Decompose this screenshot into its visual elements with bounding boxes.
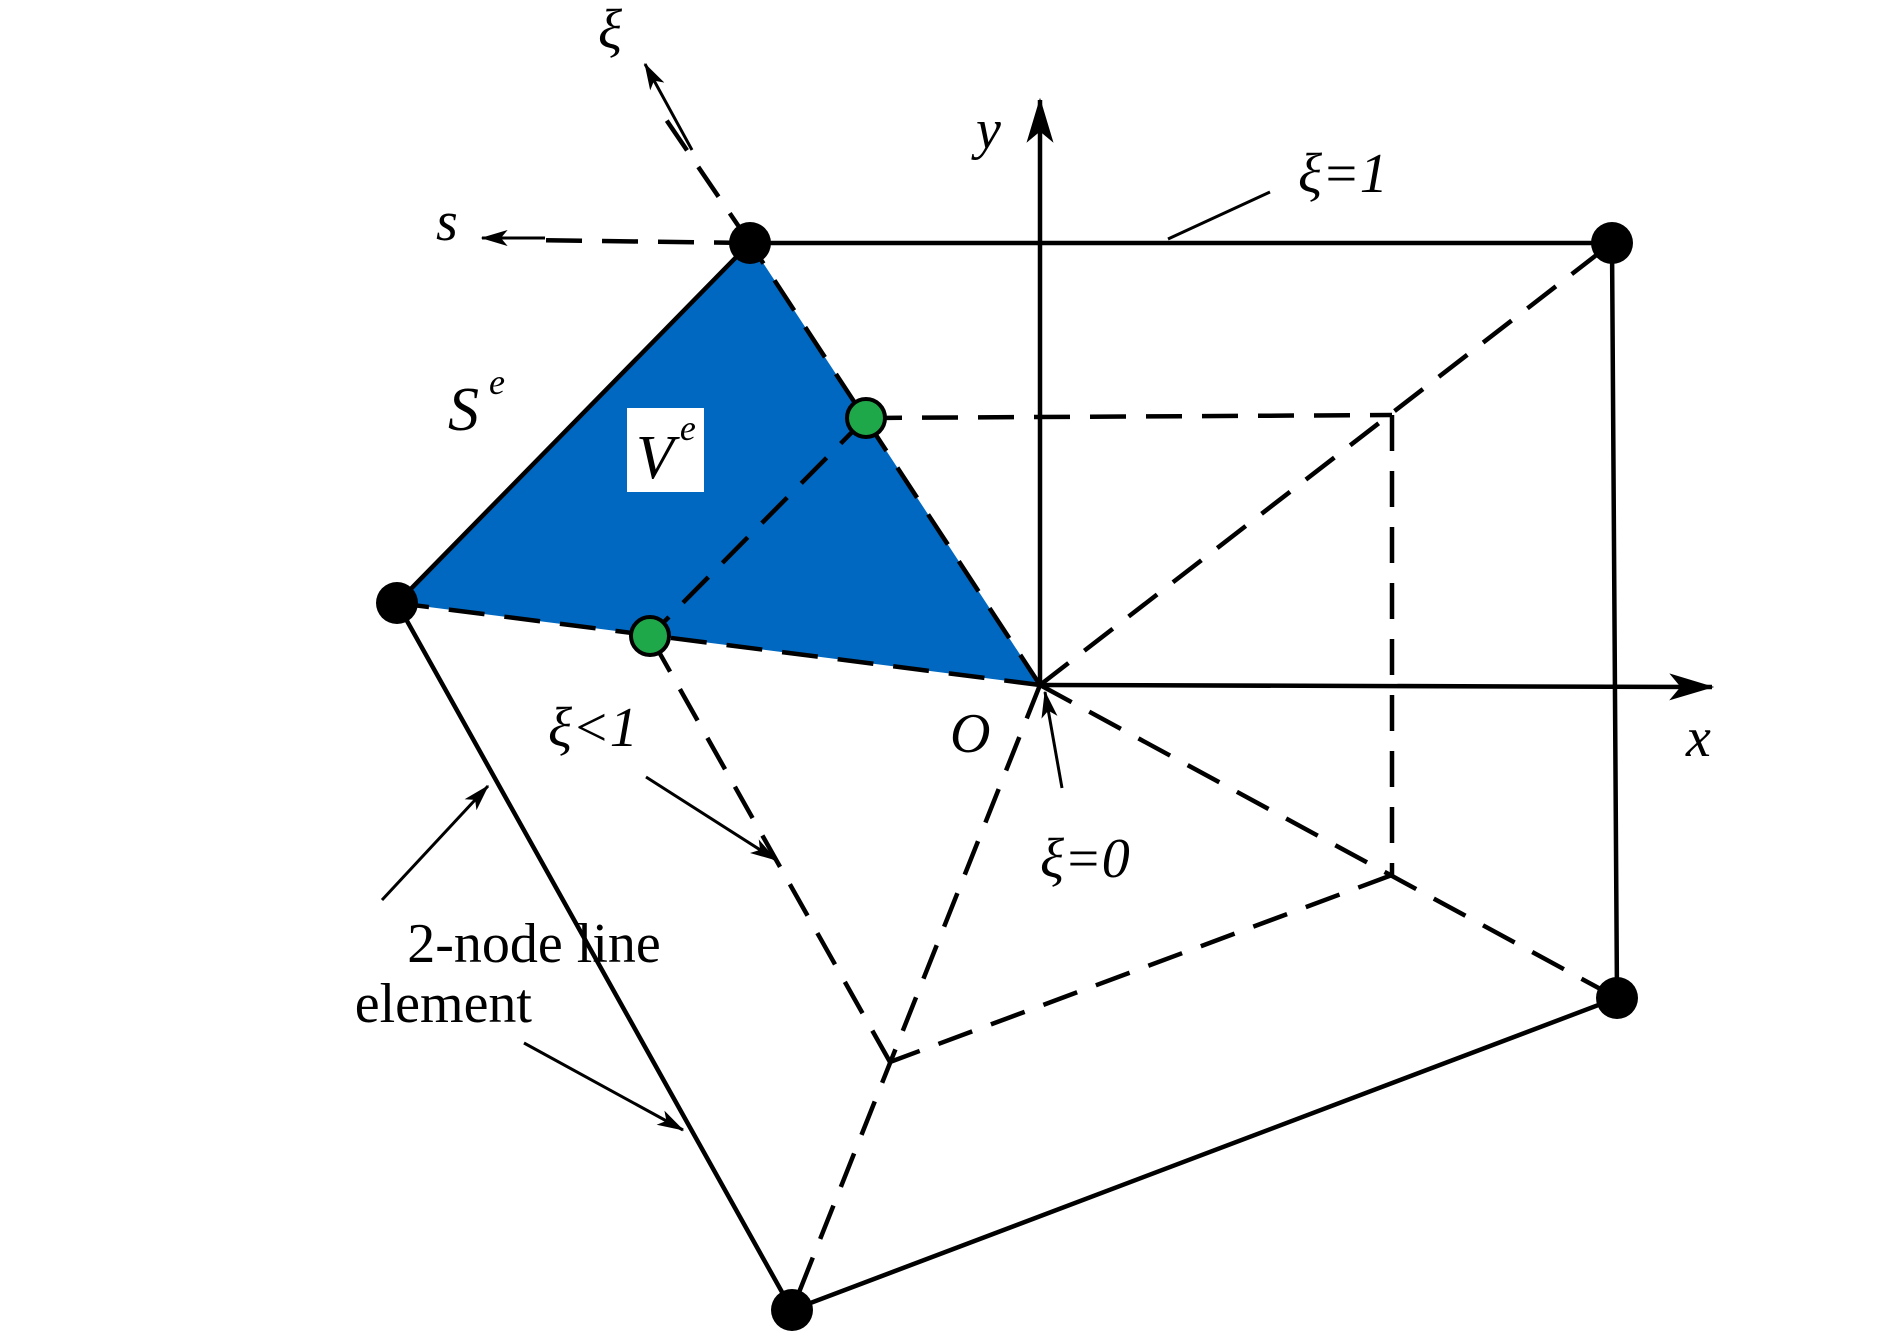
scaled-node-upper	[845, 397, 887, 439]
dashed-s-axis	[529, 237, 751, 246]
dashed-scaled-left	[648, 634, 892, 1064]
node-bottom-right	[1596, 977, 1638, 1019]
dashed-scaled-horizontal	[865, 412, 1393, 421]
y-axis-label: y	[971, 99, 1001, 161]
scaled-node-lower	[629, 615, 671, 657]
volume-label: V e	[636, 408, 696, 492]
x-axis	[1039, 673, 1715, 701]
xi-eq-0-label: ξ=0	[1040, 828, 1130, 890]
xi-eq-1-label: ξ=1	[1298, 143, 1388, 205]
xi-lt-1-arrow	[645, 775, 778, 862]
dashed-scaled-boundary-line	[648, 416, 868, 638]
xi-eq-1-leader	[1167, 190, 1271, 241]
line-element-arrow-lower	[523, 1041, 685, 1132]
x-axis-label: x	[1685, 707, 1711, 769]
dashed-xi-axis-extension	[663, 116, 752, 245]
line-element-arrow-upper	[380, 784, 490, 902]
xi-axis-arrow	[643, 62, 694, 151]
dashed-radial-top-right	[1038, 241, 1614, 687]
dashed-scaled-bottom	[889, 872, 1393, 1065]
node-top-left	[729, 222, 771, 264]
line-element-label-line2: element	[355, 973, 533, 1035]
node-left	[376, 582, 418, 624]
s-axis-label: s	[436, 191, 458, 253]
dashed-radial-top	[748, 241, 1042, 687]
origin-label: O	[950, 703, 990, 765]
xi-lt-1-label: ξ<1	[548, 697, 638, 759]
volume-label-box	[627, 408, 704, 492]
line-element-label-line1: 2-node line	[407, 913, 660, 975]
boundary-label: S e	[448, 362, 505, 444]
dashed-radial-bottom	[789, 684, 1043, 1311]
boundary-edge-top	[394, 240, 1620, 1313]
element-volume-region	[397, 243, 1040, 685]
xi-eq-0-arrow	[1041, 690, 1064, 789]
node-top-right	[1591, 222, 1633, 264]
node-bottom	[771, 1289, 813, 1331]
xi-axis-label: ξ	[598, 0, 622, 61]
